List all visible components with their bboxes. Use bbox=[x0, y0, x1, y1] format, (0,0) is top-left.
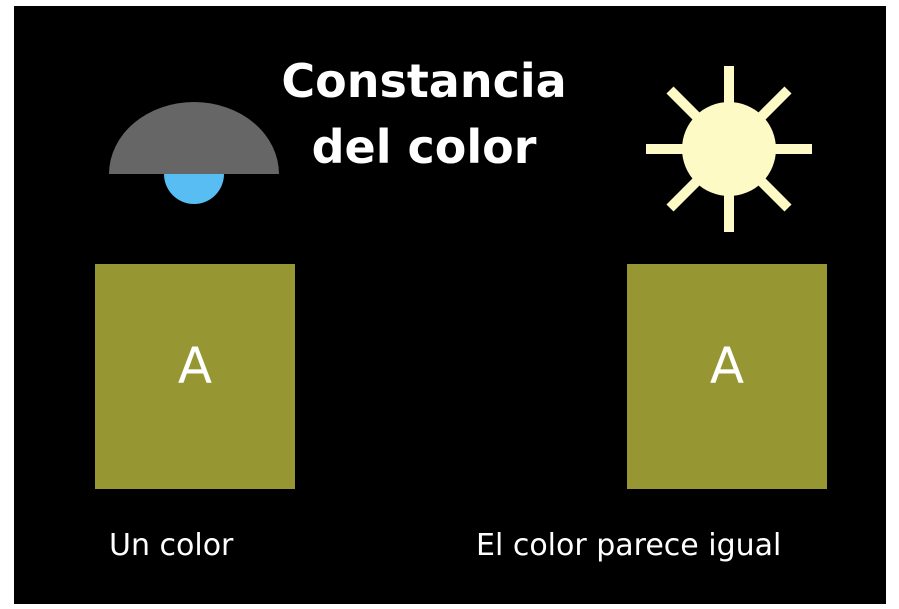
lamp-shade bbox=[109, 102, 279, 174]
sun-ray bbox=[666, 174, 704, 212]
diagram-title: Constancia del color bbox=[274, 48, 574, 180]
color-box-left: A bbox=[95, 264, 295, 489]
sun-ray bbox=[754, 86, 792, 124]
box-letter-left: A bbox=[177, 337, 213, 395]
title-line-2: del color bbox=[311, 120, 537, 174]
lamp-icon bbox=[109, 102, 279, 204]
sun-disc bbox=[682, 102, 776, 196]
color-box-right: A bbox=[627, 264, 827, 489]
lamp-bulb bbox=[164, 174, 224, 204]
diagram-frame: Constancia del color A A Un color El col… bbox=[14, 6, 886, 604]
caption-left: Un color bbox=[109, 528, 234, 563]
caption-right: El color parece igual bbox=[476, 528, 782, 563]
sun-ray bbox=[754, 174, 792, 212]
box-letter-right: A bbox=[709, 337, 745, 395]
sun-ray bbox=[666, 86, 704, 124]
title-line-1: Constancia bbox=[281, 54, 567, 108]
sun-icon bbox=[646, 66, 812, 232]
